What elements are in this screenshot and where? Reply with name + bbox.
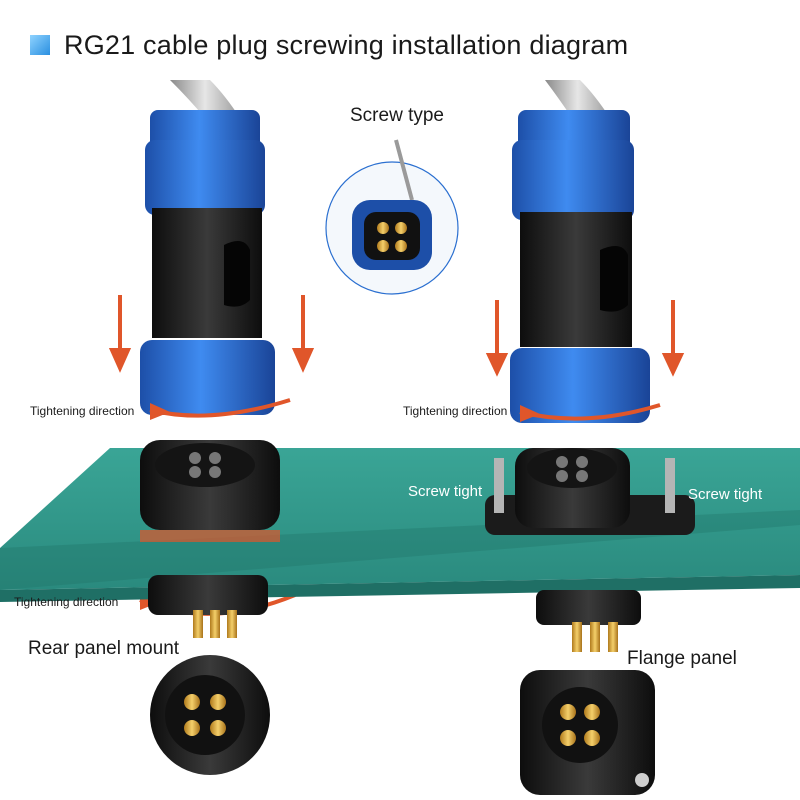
title-marker-icon [30, 35, 50, 55]
screw-type-inset [325, 139, 459, 295]
rear-panel-socket [140, 440, 280, 638]
tightening-direction-right-label: Tightening direction [403, 404, 508, 418]
rear-panel-mount-label: Rear panel mount [28, 638, 180, 659]
flange-panel-label: Flange panel [627, 648, 737, 669]
flange-panel-socket [485, 448, 695, 652]
screw-tight-left-label: Screw tight [408, 483, 483, 500]
screw-type-label: Screw type [350, 105, 444, 126]
page-title: RG21 cable plug screwing installation di… [64, 29, 629, 60]
title-bar: RG21 cable plug screwing installation di… [30, 28, 628, 62]
down-arrows [108, 295, 685, 377]
left-cable-plug [140, 80, 275, 415]
screw-tight-right-label: Screw tight [688, 486, 763, 503]
tightening-direction-left-label: Tightening direction [30, 404, 135, 418]
right-cable-plug [510, 80, 650, 423]
flange-connector-detail [520, 670, 655, 795]
tightening-direction-bottom-label: Tightening direction [14, 595, 119, 609]
rear-panel-connector-detail [150, 655, 270, 775]
